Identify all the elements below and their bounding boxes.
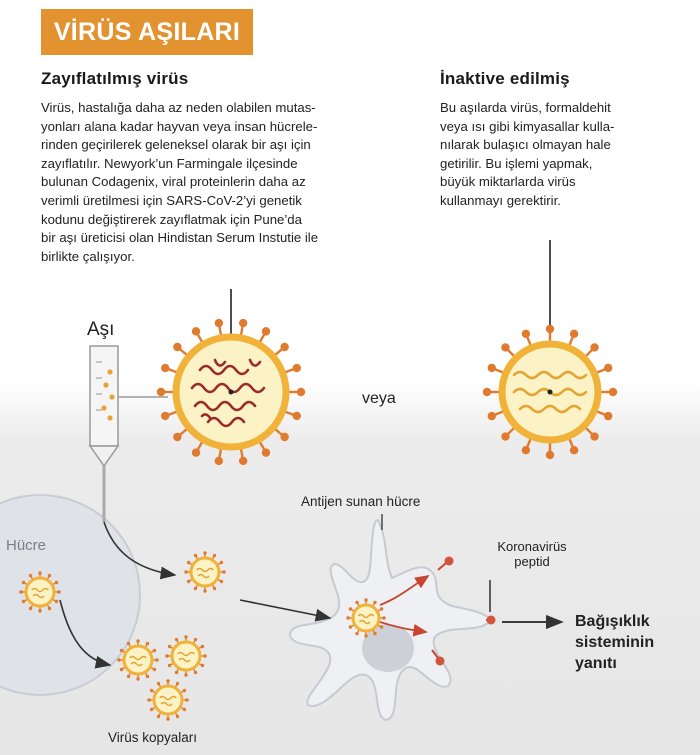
text-inactivated: Bu aşılarda virüs, formaldehit veya ısı … (440, 100, 615, 208)
label-immune-response: Bağışıklık sisteminin yanıtı (575, 613, 655, 672)
virus-copy-1 (184, 551, 226, 593)
small-viruses (19, 551, 386, 721)
virus-in-host-cell (19, 571, 61, 613)
arrow-vial-to-copy (103, 521, 177, 580)
peptide-path-1 (379, 575, 430, 606)
heading-attenuated: Zayıflatılmış virüs (41, 69, 189, 88)
virus-copy-4 (147, 679, 189, 721)
apc-nucleus (362, 624, 414, 672)
heading-inactivated: İnaktive edilmiş (440, 69, 570, 88)
antigen-presenting-cell (288, 518, 492, 722)
arrow-cell-to-copies (59, 599, 112, 669)
text-attenuated: Virüs, hastalığa daha az neden olabilen … (41, 100, 319, 264)
label-or: veya (362, 390, 396, 407)
attenuated-virus-spikes (156, 318, 306, 466)
inactivated-virus (482, 324, 618, 460)
host-cell (0, 494, 141, 696)
label-antigen-cell: Antijen sunan hücre (301, 494, 421, 509)
peptide-markers (431, 556, 496, 666)
virus-copy-2 (117, 639, 159, 681)
label-coronavirus-peptide: Koronavirüs peptid (497, 539, 567, 569)
virus-in-apc (346, 598, 386, 638)
peptide-path-2 (379, 621, 428, 637)
attenuated-virus (156, 318, 306, 466)
virus-copy-3 (165, 635, 207, 677)
arrow-to-apc (239, 599, 332, 622)
label-virus-copies: Virüs kopyaları (108, 730, 198, 745)
inactivated-virus-spikes (482, 324, 618, 460)
label-vaccine: Aşı (87, 319, 115, 340)
title-banner: VİRÜS AŞILARI (41, 9, 253, 55)
label-cell: Hücre (6, 537, 47, 554)
vaccine-vial (88, 345, 168, 522)
